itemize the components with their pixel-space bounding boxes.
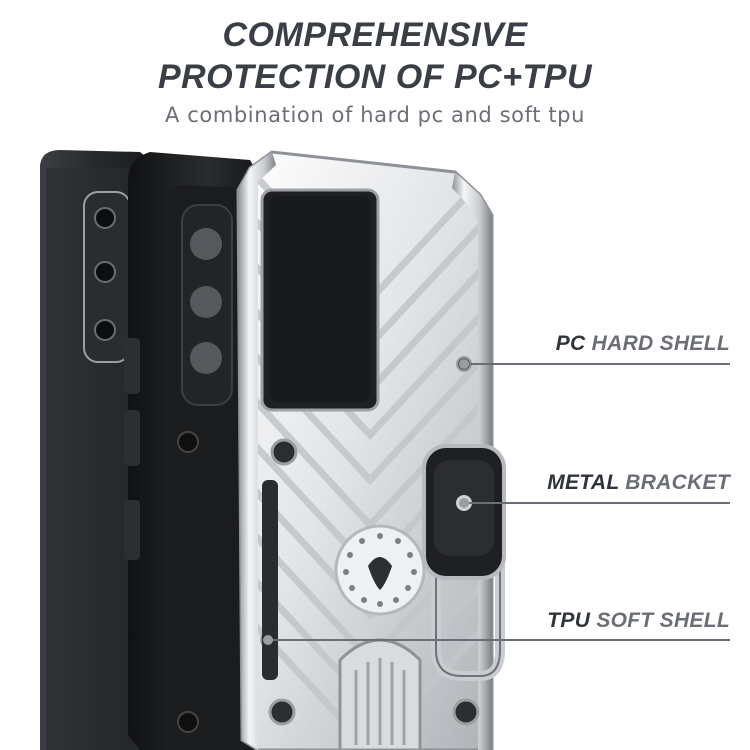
callout-metal-strong: METAL — [547, 471, 620, 494]
callout-pc-hard-shell: PC HARD SHELL — [556, 332, 730, 356]
callout-lines — [268, 363, 730, 641]
callout-metal-bracket: METAL BRACKET — [547, 471, 730, 495]
pc-hard-shell — [236, 150, 494, 750]
callout-pc-light: HARD SHELL — [591, 332, 730, 355]
callout-dots — [263, 359, 469, 645]
headline: COMPREHENSIVE PROTECTION OF PC+TPU A com… — [0, 14, 750, 128]
headline-line-1: COMPREHENSIVE — [222, 16, 528, 54]
callout-metal-light: BRACKET — [625, 471, 730, 494]
phone-body — [40, 150, 150, 750]
callout-tpu-strong: TPU — [547, 609, 591, 632]
headline-line-2: PROTECTION OF PC+TPU — [157, 58, 593, 96]
callout-pc-strong: PC — [555, 332, 586, 355]
callout-tpu-soft-shell: TPU SOFT SHELL — [547, 609, 730, 633]
callout-tpu-light: SOFT SHELL — [596, 609, 730, 632]
tpu-case — [124, 152, 262, 750]
headline-subtitle: A combination of hard pc and soft tpu — [164, 103, 586, 127]
